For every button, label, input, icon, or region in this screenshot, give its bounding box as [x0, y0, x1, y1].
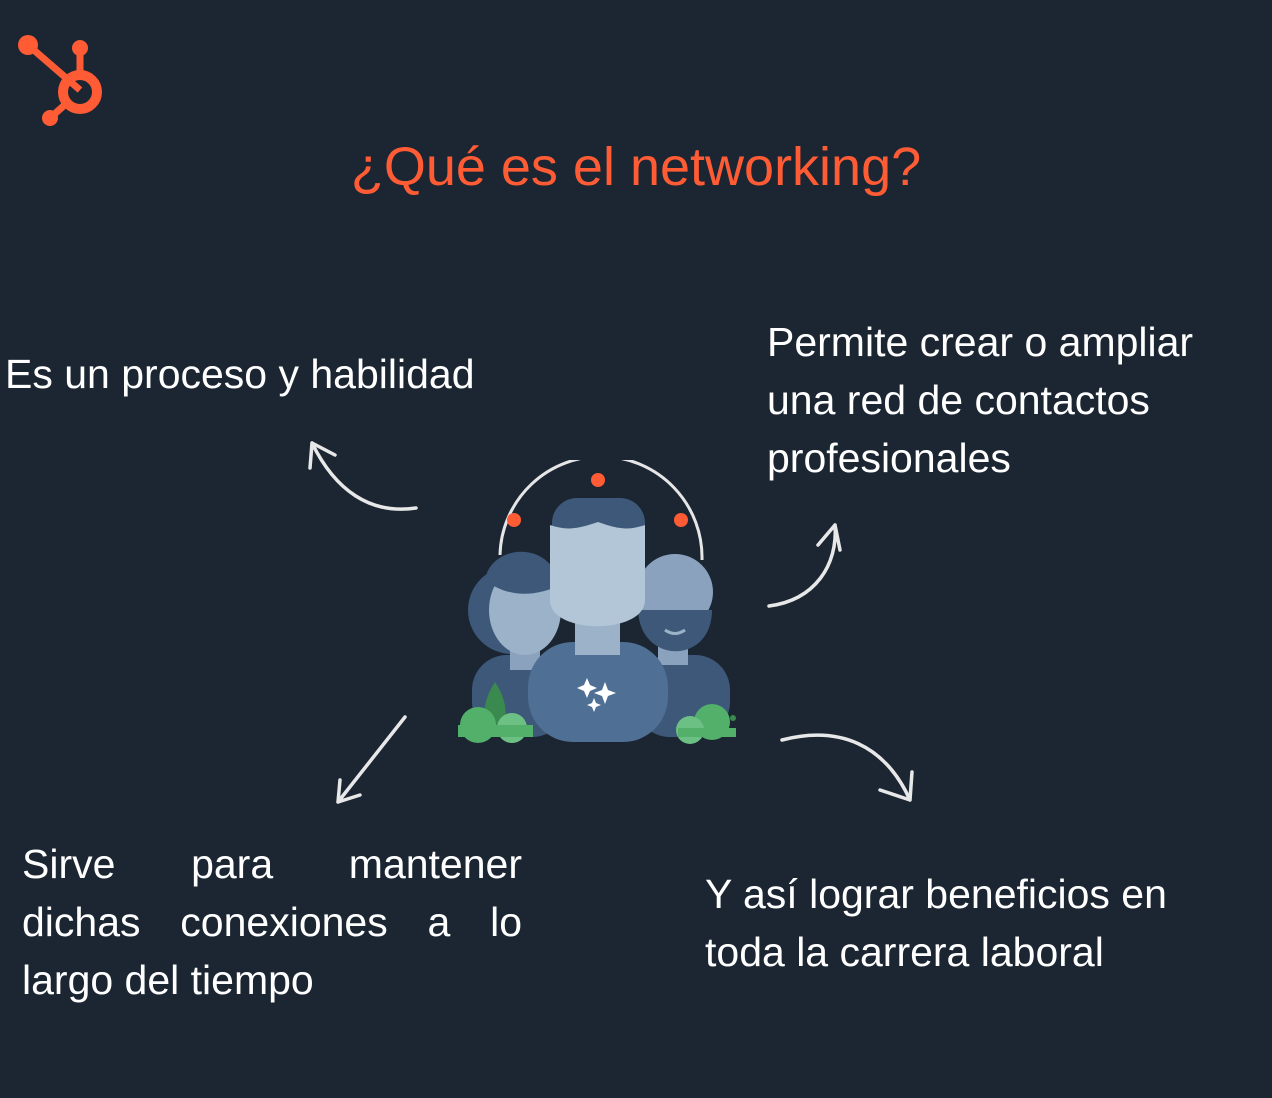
point-line: una red de contactos	[767, 377, 1150, 423]
point-create-network: Permite crear o ampliar una red de conta…	[767, 313, 1193, 487]
point-line: Permite crear o ampliar	[767, 319, 1194, 365]
arrow-up-left-icon	[308, 441, 418, 511]
hubspot-logo-icon	[18, 35, 102, 126]
arrow-down-left-icon	[336, 715, 407, 804]
point-line: toda la carrera laboral	[705, 929, 1104, 975]
page-title: ¿Qué es el networking?	[350, 137, 922, 197]
point-maintain: Sirve para mantener dichas conexiones a …	[22, 841, 522, 1003]
arrow-down-right-icon	[780, 733, 914, 802]
arrow-up-right-icon	[767, 523, 842, 608]
point-process: Es un proceso y habilidad	[5, 351, 475, 397]
people-network-illustration-icon	[458, 460, 736, 744]
point-benefits: Y así lograr beneficios en toda la carre…	[705, 865, 1167, 981]
point-line: Y así lograr beneficios en	[705, 871, 1167, 917]
point-line: profesionales	[767, 435, 1011, 481]
